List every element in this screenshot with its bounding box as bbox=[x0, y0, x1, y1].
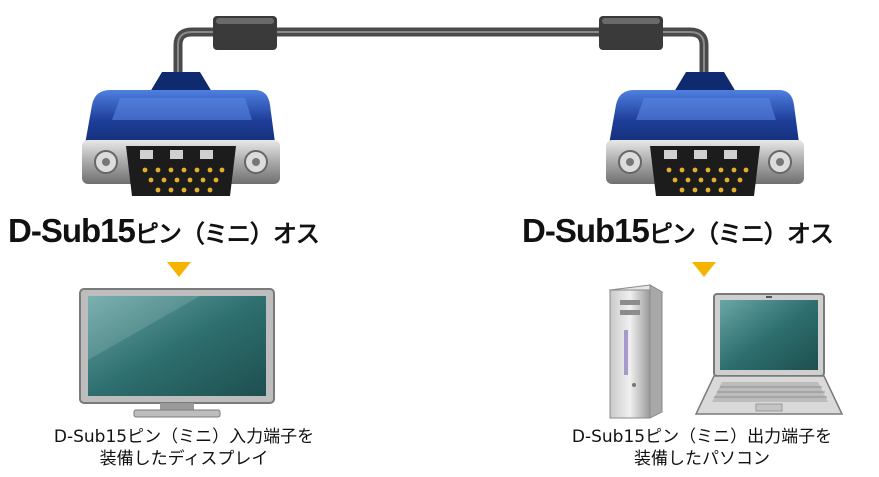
laptop-icon bbox=[694, 293, 844, 415]
heading-left-main: D-Sub15 bbox=[8, 212, 136, 249]
ferrite-core-right bbox=[599, 16, 663, 50]
vga-connector-right-icon bbox=[606, 72, 804, 196]
caption-display-line1: D-Sub15ピン（ミニ）入力端子を bbox=[53, 427, 315, 447]
arrow-down-right-icon bbox=[692, 262, 716, 277]
desktop-tower-icon bbox=[608, 284, 664, 419]
heading-left-connector: D-Sub15ピン（ミニ）オス bbox=[8, 212, 320, 250]
caption-display-line2: 装備したディスプレイ bbox=[99, 449, 269, 469]
caption-pc-line1: D-Sub15ピン（ミニ）出力端子を bbox=[571, 427, 833, 447]
caption-pc-line2: 装備したパソコン bbox=[634, 449, 770, 469]
caption-pc: D-Sub15ピン（ミニ）出力端子を 装備したパソコン bbox=[522, 426, 879, 470]
heading-right-sub: ピン（ミニ）オス bbox=[648, 220, 834, 248]
caption-display: D-Sub15ピン（ミニ）入力端子を 装備したディスプレイ bbox=[4, 426, 364, 470]
heading-right-connector: D-Sub15ピン（ミニ）オス bbox=[522, 212, 834, 250]
monitor-icon bbox=[79, 288, 275, 418]
ferrite-core-left bbox=[213, 16, 277, 50]
heading-right-main: D-Sub15 bbox=[522, 212, 650, 249]
arrow-down-left-icon bbox=[167, 262, 191, 277]
heading-left-sub: ピン（ミニ）オス bbox=[134, 220, 320, 248]
vga-connector-left-icon bbox=[82, 72, 280, 196]
